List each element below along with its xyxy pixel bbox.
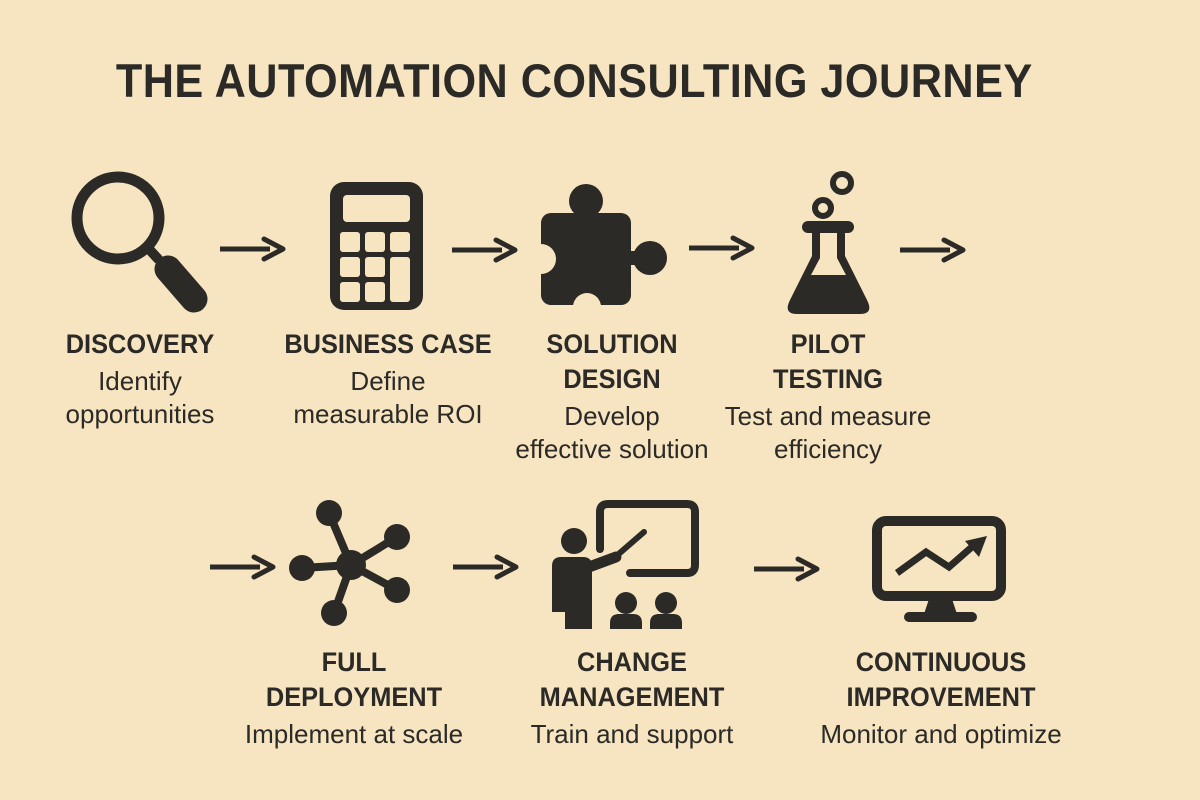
flask-icon — [787, 170, 869, 314]
icon-slot — [229, 478, 479, 633]
flow-arrow-icon — [450, 237, 520, 263]
training-icon — [552, 499, 699, 629]
flow-arrow-icon — [687, 235, 757, 261]
step-title: BUSINESS CASE — [284, 329, 492, 359]
icon-slot — [15, 160, 265, 315]
step-continuous-improvement: CONTINUOUS IMPROVEMENT Monitor and optim… — [816, 478, 1066, 751]
icon-slot — [703, 160, 953, 315]
step-title: CHANGE MANAGEMENT — [539, 647, 725, 712]
step-title: DISCOVERY — [65, 329, 215, 359]
step-business-case: BUSINESS CASE Define measurable ROI — [263, 160, 513, 431]
network-icon — [289, 499, 410, 626]
flow-arrow-icon — [218, 236, 288, 262]
monitor-icon — [871, 515, 1006, 622]
icon-slot — [816, 478, 1066, 633]
icon-slot — [487, 160, 737, 315]
icon-slot — [263, 160, 513, 315]
step-solution-design: SOLUTION DESIGN Develop effective soluti… — [487, 160, 737, 466]
flow-arrow-icon — [898, 237, 968, 263]
flow-arrow-icon — [752, 556, 822, 582]
step-title: FULL DEPLOYMENT — [265, 647, 443, 712]
step-full-deployment: FULL DEPLOYMENT Implement at scale — [229, 478, 479, 751]
step-change-management: CHANGE MANAGEMENT Train and support — [507, 478, 757, 751]
step-pilot-testing: PILOT TESTING Test and measure efficienc… — [703, 160, 953, 466]
step-discovery: DISCOVERY Identify opportunities — [15, 160, 265, 431]
step-title: CONTINUOUS IMPROVEMENT — [846, 647, 1036, 712]
step-subtitle: Define measurable ROI — [293, 366, 483, 429]
step-title: SOLUTION DESIGN — [546, 329, 678, 394]
icon-slot — [507, 478, 757, 633]
step-title: PILOT TESTING — [772, 329, 883, 394]
step-subtitle: Train and support — [530, 719, 734, 749]
step-subtitle: Implement at scale — [244, 719, 464, 749]
step-subtitle: Identify opportunities — [65, 366, 215, 429]
page-title: THE AUTOMATION CONSULTING JOURNEY — [115, 54, 1033, 107]
flow-arrow-icon — [451, 554, 521, 580]
step-subtitle: Monitor and optimize — [820, 719, 1062, 749]
step-subtitle: Test and measure efficiency — [724, 401, 932, 464]
step-subtitle: Develop effective solution — [515, 401, 709, 464]
flow-arrow-icon — [208, 554, 278, 580]
magnifier-icon — [71, 171, 207, 312]
calculator-icon — [329, 181, 423, 310]
puzzle-icon — [535, 183, 667, 311]
